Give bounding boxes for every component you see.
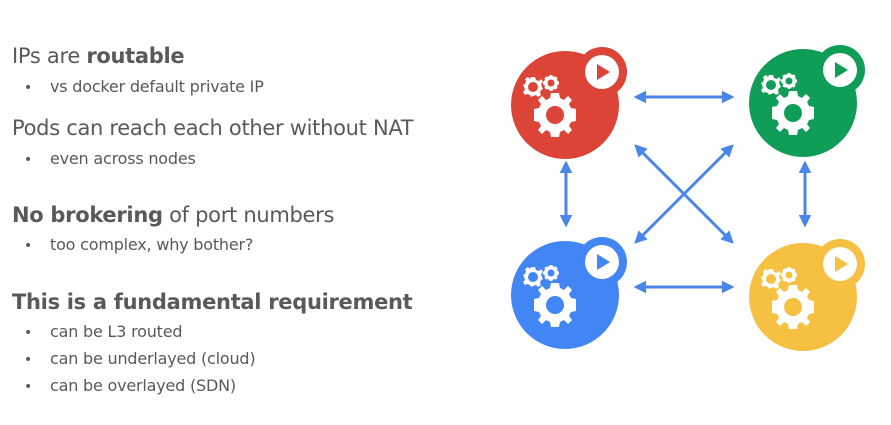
bullet-item: • can be underlayed (cloud) (24, 349, 256, 368)
bullet-item: • can be L3 routed (24, 322, 183, 341)
heading-fundamental-requirement: This is a fundamental requirement (12, 290, 413, 314)
bullet-text: vs docker default private IP (50, 77, 264, 96)
bullet-text: even across nodes (50, 149, 196, 168)
bullet-text: can be L3 routed (50, 322, 183, 341)
pod-bottom-left-icon (511, 237, 627, 349)
bullet-dot: • (24, 80, 33, 96)
bullet-dot: • (24, 152, 33, 168)
heading-ips-routable: IPs are routable (12, 44, 185, 68)
bullet-text: can be overlayed (SDN) (50, 376, 236, 395)
pod-top-right-icon (749, 45, 865, 157)
heading-text: IPs are (12, 44, 87, 68)
connection-arrows (559, 90, 812, 294)
heading-no-brokering: No brokering of port numbers (12, 203, 334, 227)
bullet-dot: • (24, 352, 33, 368)
bullet-item: • vs docker default private IP (24, 77, 264, 96)
pod-bottom-right-icon (749, 239, 865, 351)
bullet-item: • too complex, why bother? (24, 235, 253, 254)
heading-bold-text: This is a fundamental requirement (12, 290, 413, 314)
arrow-diagonal-up (634, 144, 734, 244)
heading-bold-text: No brokering (12, 203, 163, 227)
pod-network-diagram (511, 45, 865, 351)
bullet-text: can be underlayed (cloud) (50, 349, 256, 368)
heading-bold-text: routable (86, 44, 185, 68)
heading-text: of port numbers (162, 203, 335, 227)
bullet-item: • even across nodes (24, 149, 196, 168)
bullet-text: too complex, why bother? (50, 235, 254, 254)
pod-top-left-icon (511, 47, 627, 159)
bullet-dot: • (24, 325, 33, 341)
heading-text: Pods can reach each other without NAT (12, 116, 414, 140)
bullet-dot: • (24, 379, 33, 395)
heading-pods-reach: Pods can reach each other without NAT (12, 116, 414, 140)
bullet-item: • can be overlayed (SDN) (24, 376, 236, 395)
bullet-dot: • (24, 238, 33, 254)
